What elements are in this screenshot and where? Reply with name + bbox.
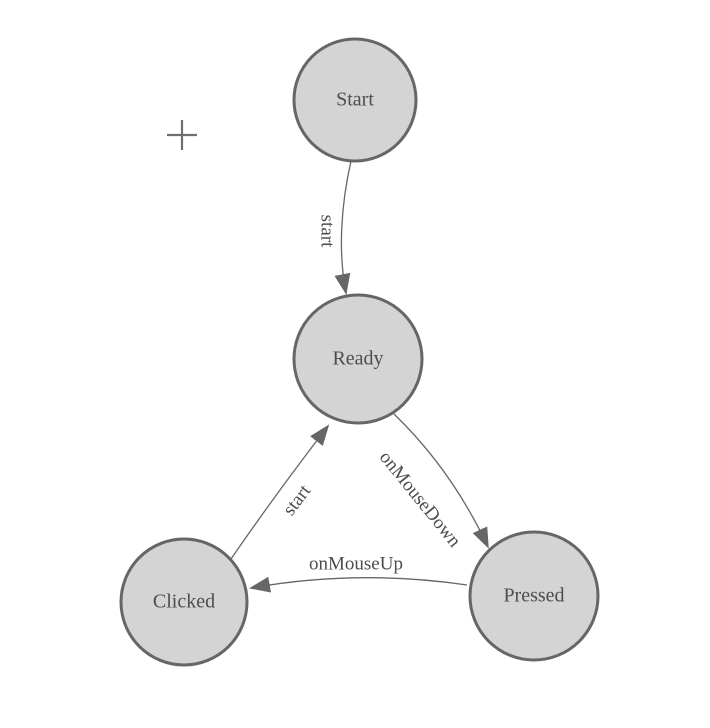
crosshair-cursor-icon xyxy=(167,120,197,150)
state-node-ready[interactable]: Ready xyxy=(292,293,424,425)
transition-ready-to-pressed[interactable] xyxy=(393,413,489,549)
transition-clicked-to-ready[interactable] xyxy=(230,424,330,560)
transition-start-to-ready[interactable] xyxy=(334,160,352,295)
transition-pressed-to-clicked[interactable] xyxy=(249,576,468,593)
state-circle-pressed[interactable] xyxy=(468,530,600,662)
state-node-pressed[interactable]: Pressed xyxy=(468,530,600,662)
state-node-clicked[interactable]: Clicked xyxy=(119,537,249,667)
transition-label-start: start xyxy=(317,215,338,248)
state-circle-clicked[interactable] xyxy=(119,537,249,667)
state-node-start[interactable]: Start xyxy=(292,37,418,163)
transition-label-onmouseup: onMouseUp xyxy=(309,553,403,574)
transition-label-onmousedown: onMouseDown xyxy=(375,447,465,552)
state-circle-start[interactable] xyxy=(292,37,418,163)
transition-label-start-2: start xyxy=(279,480,316,519)
state-circle-ready[interactable] xyxy=(292,293,424,425)
